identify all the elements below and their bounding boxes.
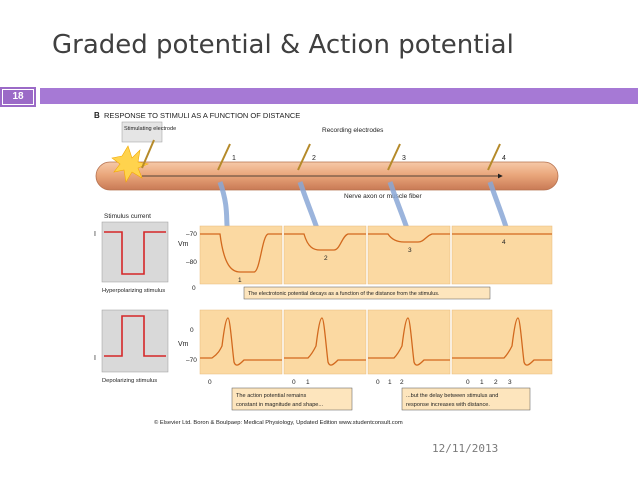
current-axis-label-bottom: I xyxy=(94,355,96,362)
ap-caption-line1: The action potential remains xyxy=(236,393,306,399)
tick-0-bottom: 0 xyxy=(190,327,194,334)
vm-label-bottom: Vm xyxy=(178,341,189,348)
axon-label: Nerve axon or muscle fiber xyxy=(344,193,423,200)
recording-electrode-1: 1 xyxy=(217,143,236,171)
action-potential-panels xyxy=(199,309,553,375)
time-label-p3-0: 0 xyxy=(376,379,380,386)
depolarizing-label: Depolarizing stimulus xyxy=(102,378,157,384)
depolarizing-stimulus-trace xyxy=(104,315,166,357)
ap-caption-line2: constant in magnitude and shape... xyxy=(236,402,324,408)
tick-minus70-bottom: –70 xyxy=(186,357,197,364)
slide-title: Graded potential & Action potential xyxy=(52,30,514,60)
delay-caption-line1: ...but the delay between stimulus and xyxy=(406,393,498,399)
slide-number-badge: 18 xyxy=(0,87,36,107)
stimulating-electrode-label-box xyxy=(121,121,163,143)
electrode-number-1: 1 xyxy=(232,155,236,162)
depolarizing-stimulus-panel xyxy=(101,309,169,373)
vm-label-top: Vm xyxy=(178,241,189,248)
electrotonic-caption: The electrotonic potential decays as a f… xyxy=(248,291,439,297)
electrode-number-2: 2 xyxy=(312,155,316,162)
figure-heading: RESPONSE TO STIMULI AS A FUNCTION OF DIS… xyxy=(104,111,300,120)
action-potential-traces xyxy=(200,317,552,366)
time-label-p3-1: 1 xyxy=(388,379,392,386)
time-label-p2-1: 1 xyxy=(306,379,310,386)
slide-number-border xyxy=(2,89,34,105)
recording-electrode-3: 3 xyxy=(387,143,406,171)
recording-electrode-2: 2 xyxy=(297,143,316,171)
stimulus-current-label: Stimulus current xyxy=(104,213,151,220)
time-label-p3-2: 2 xyxy=(400,379,404,386)
decay-traces xyxy=(200,233,552,273)
decay-trace-label-2: 2 xyxy=(324,255,328,262)
stimulating-electrode-label: Stimulating electrode xyxy=(124,126,176,132)
delay-caption-box xyxy=(401,387,531,411)
electrotonic-caption-box xyxy=(243,286,491,300)
stimulus-burst-icon xyxy=(111,145,150,183)
hyperpolarizing-stimulus-panel xyxy=(101,221,169,283)
tick-minus80-top: –80 xyxy=(186,259,197,266)
time-label-p4-1: 1 xyxy=(480,379,484,386)
decay-panels xyxy=(199,225,553,285)
electrode-number-4: 4 xyxy=(502,155,506,162)
hyperpolarizing-stimulus-trace xyxy=(104,231,166,275)
time-label-p4-2: 2 xyxy=(494,379,498,386)
stimulating-electrode xyxy=(141,139,155,169)
time-label-p4-3: 3 xyxy=(508,379,512,386)
decay-trace-label-1: 1 xyxy=(238,277,242,284)
tick-minus70-top: –70 xyxy=(186,231,197,238)
recording-electrode-4: 4 xyxy=(487,143,506,171)
ap-caption-box xyxy=(231,387,353,411)
delay-caption-line2: response increases with distance. xyxy=(406,402,490,408)
figure-credit: © Elsevier Ltd. Boron & Boulpaep: Medica… xyxy=(154,419,403,426)
electrode-number-3: 3 xyxy=(402,155,406,162)
time-label-p4-0: 0 xyxy=(466,379,470,386)
panel-label: B xyxy=(94,111,100,120)
header-accent-bar xyxy=(40,88,638,104)
response-to-stimuli-figure: B RESPONSE TO STIMULI AS A FUNCTION OF D… xyxy=(94,111,559,426)
hyperpolarizing-label: Hyperpolarizing stimulus xyxy=(102,288,165,294)
slide-date: 12/11/2013 xyxy=(432,442,499,455)
decay-trace-label-3: 3 xyxy=(408,247,412,254)
current-axis-label-top: I xyxy=(94,231,96,238)
time-label-p2-0: 0 xyxy=(292,379,296,386)
recording-electrodes-label: Recording electrodes xyxy=(322,127,384,134)
decay-trace-label-4: 4 xyxy=(502,239,506,246)
time-label-p1-0: 0 xyxy=(208,379,212,386)
figure-image: B RESPONSE TO STIMULI AS A FUNCTION OF D… xyxy=(82,106,572,436)
tick-0-top: 0 xyxy=(192,285,196,292)
